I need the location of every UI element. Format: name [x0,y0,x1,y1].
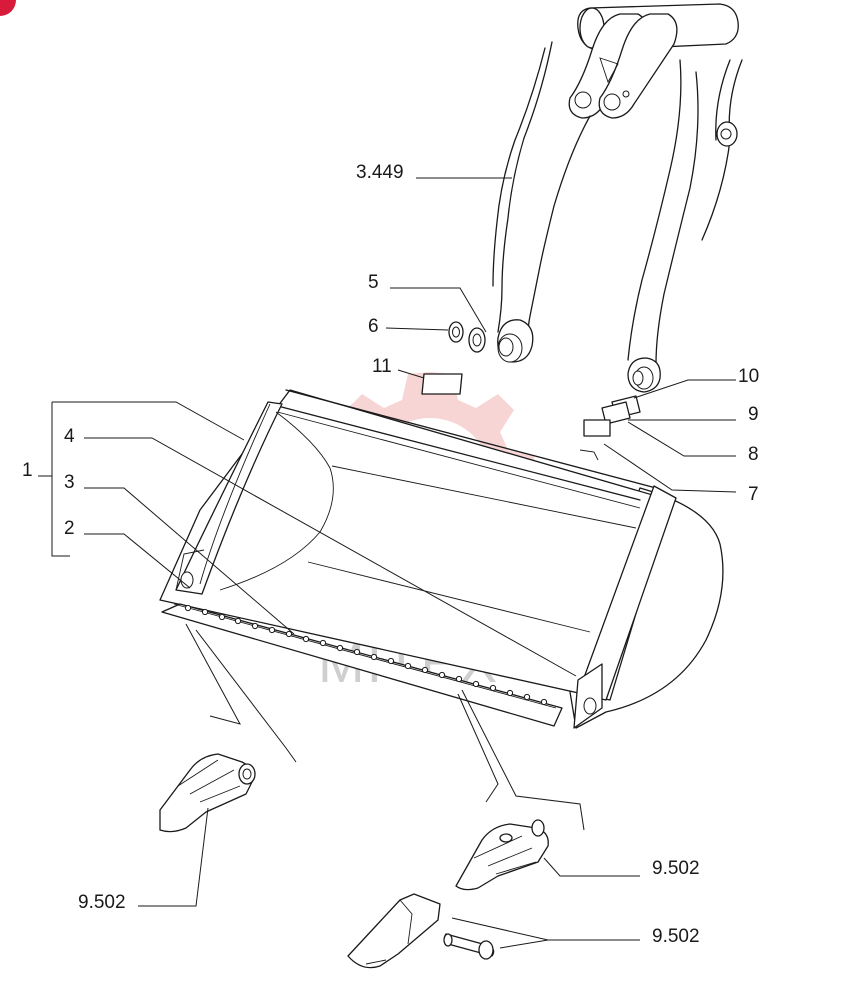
pin-washer-5 [468,327,486,353]
label-4: 4 [64,426,75,447]
label-7: 7 [748,484,759,505]
corner-badge [0,0,16,16]
label-3: 3 [64,472,75,493]
bucket [159,389,724,729]
shim-plate-11 [421,373,463,395]
pin-washer-6 [448,321,464,343]
label-10: 10 [738,366,759,387]
tooth-assembly-right [455,819,549,891]
label-11: 11 [372,356,392,377]
tooth-assembly-left [159,753,256,833]
cutting-edge-bolts [184,604,548,706]
label-5: 5 [368,272,379,293]
label-tooth-right: 9.502 [652,858,700,879]
label-1: 1 [22,460,33,481]
label-2: 2 [64,518,75,539]
tooth-and-pins-bottom [347,893,495,969]
lift-arm [492,3,743,393]
leader-lines [38,177,737,949]
label-8: 8 [748,444,759,465]
label-9: 9 [748,404,759,425]
label-tooth-bottom: 9.502 [652,926,700,947]
shim-plates-7-10 [583,395,641,437]
label-6: 6 [368,316,379,337]
label-tooth-left: 9.502 [78,892,126,913]
label-arm: 3.449 [356,162,404,183]
